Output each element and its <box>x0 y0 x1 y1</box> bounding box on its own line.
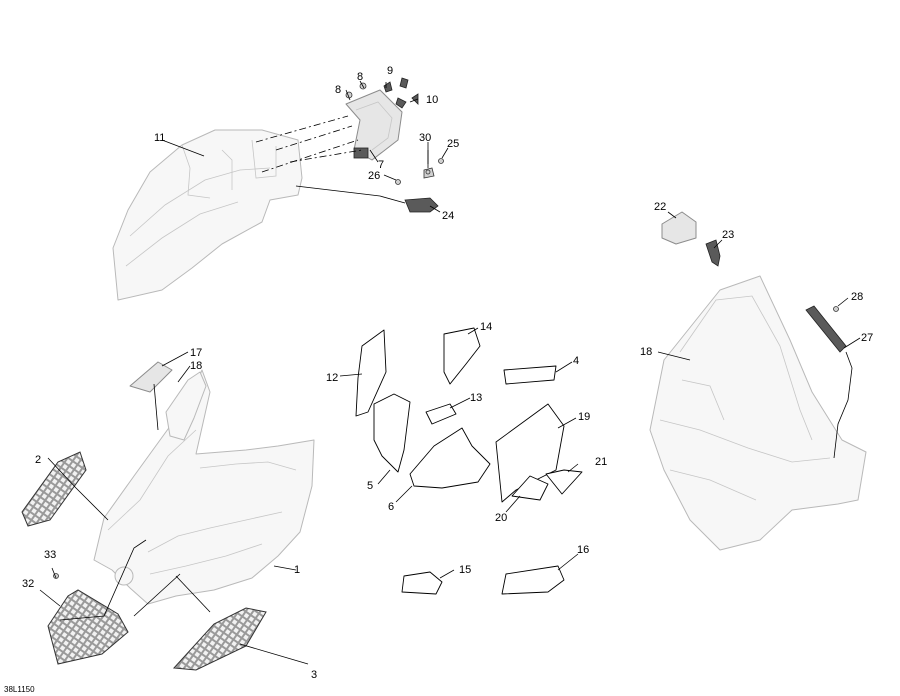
decal-part-13 <box>425 403 457 425</box>
callout-30: 30 <box>419 132 431 144</box>
callout-19: 18 <box>640 346 652 358</box>
callout-11: 11 <box>154 132 165 144</box>
callout-22: 21 <box>595 456 607 468</box>
callout-26: 25 <box>447 138 459 150</box>
decal-part-14 <box>443 327 481 385</box>
decal-part-22 <box>545 469 583 495</box>
nut-part-9b <box>399 77 409 89</box>
sensor-part-23 <box>661 211 697 245</box>
callout-12: 12 <box>326 372 338 384</box>
callout-28: 27 <box>861 332 873 344</box>
callout-5: 5 <box>367 480 373 492</box>
callout-27: 26 <box>368 170 380 182</box>
callout-1: 1 <box>294 564 300 576</box>
washer-part-27 <box>395 179 401 185</box>
callout-18: 18 <box>190 360 202 372</box>
callout-9: 9 <box>387 65 393 77</box>
connector-part-24 <box>705 239 721 267</box>
hardware-group <box>345 77 444 213</box>
vent-grille-part-32 <box>47 589 129 665</box>
leader-lines <box>39 80 861 665</box>
decal-part-21 <box>511 475 549 501</box>
drawing-number: 38L1150 <box>4 685 35 694</box>
callout-24: 23 <box>722 229 734 241</box>
decal-part-5 <box>373 393 411 473</box>
hood-part-1 <box>93 369 315 605</box>
callout-8b: 8 <box>357 71 363 83</box>
housing-upper-part-11 <box>112 129 303 301</box>
nut-part-10 <box>395 97 407 109</box>
callout-33: 33 <box>44 549 56 561</box>
callout-15: 15 <box>459 564 471 576</box>
callout-20: 19 <box>578 411 590 423</box>
callout-2: 2 <box>35 454 41 466</box>
cover-part-19 <box>649 275 867 551</box>
decals-group <box>355 327 583 595</box>
screw-part-29 <box>833 306 839 312</box>
screw-part-26 <box>438 158 444 164</box>
deflector-part-17 <box>129 361 173 393</box>
callout-13: 13 <box>470 392 482 404</box>
decal-part-20 <box>495 403 565 503</box>
callout-25: 24 <box>442 210 454 222</box>
callout-14: 14 <box>480 321 492 333</box>
decal-part-12 <box>355 329 387 417</box>
nut-part-9 <box>383 81 393 93</box>
callout-labels: 11 8 8 9 10 7 30 25 26 24 22 23 28 27 18… <box>4 65 873 694</box>
panel-part-18 <box>165 371 207 441</box>
vent-grille-part-3 <box>172 607 267 671</box>
callout-21: 20 <box>495 512 507 524</box>
decal-part-4 <box>503 365 557 385</box>
callout-6: 6 <box>388 501 394 513</box>
decal-part-16 <box>501 565 565 595</box>
callout-32: 32 <box>22 578 34 590</box>
harness-part-28 <box>805 305 853 459</box>
callout-23: 22 <box>654 201 666 213</box>
headlight-bracket-part-7 <box>345 89 403 161</box>
decal-part-6 <box>409 427 491 489</box>
callout-3: 3 <box>311 669 317 681</box>
callout-8a: 8 <box>335 84 341 96</box>
callout-16: 16 <box>577 544 589 556</box>
connector-part-25 <box>404 197 439 213</box>
callout-4: 4 <box>573 355 579 367</box>
assembly-lines <box>255 115 429 204</box>
vent-grille-part-2 <box>21 451 87 527</box>
callout-10: 10 <box>426 94 438 106</box>
decal-part-15 <box>401 571 443 595</box>
callout-17: 17 <box>190 347 202 359</box>
callout-7: 7 <box>378 159 384 171</box>
callout-29: 28 <box>851 291 863 303</box>
